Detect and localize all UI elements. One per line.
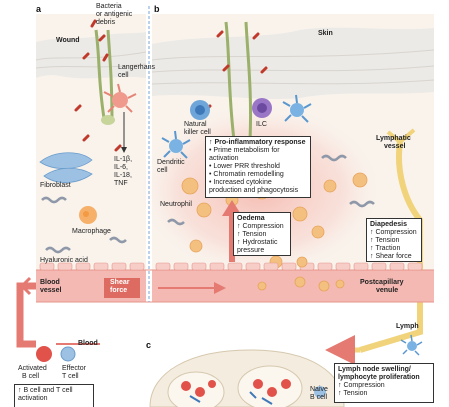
oedema-title: Oedema — [237, 215, 265, 222]
diapedesis-title: Diapedesis — [370, 221, 407, 228]
bt-activation-box: ↑ B cell and T cell activation — [14, 384, 94, 407]
panel-label-a: a — [36, 4, 42, 14]
oedema-box: Oedema ↑ Compression ↑ Tension ↑ Hydrost… — [233, 212, 291, 256]
activated-b-cell-label-1: Activated — [18, 365, 47, 372]
activated-b-cell-label-2: B cell — [22, 373, 40, 380]
fibroblast-label: Fibroblast — [40, 182, 71, 189]
blood-vessel-label-2: vessel — [40, 287, 62, 294]
naive-b-cell-label-2: B cell — [310, 394, 328, 401]
cytokine-label-4: TNF — [114, 180, 128, 187]
cytokine-label-1: IL-1β, — [114, 156, 133, 163]
pro-line: • Lower PRR threshold — [209, 163, 280, 170]
fibroblast-icon — [39, 152, 93, 183]
skin-layer-b — [152, 27, 434, 99]
lymphatic-vessel-label-2: vessel — [384, 143, 406, 150]
diapedesis-box: Diapedesis ↑ Compression ↑ Tension ↑ Tra… — [366, 218, 422, 262]
naive-b-cell-label-1: Naive — [310, 386, 328, 393]
activated-b-cell-icon — [36, 346, 52, 362]
postcapillary-label-2: venule — [376, 287, 399, 294]
shear-force-badge — [104, 278, 140, 298]
macrophage-label: Macrophage — [72, 228, 111, 235]
pro-line: • Increased cytokine — [209, 179, 272, 186]
panel-label-b: b — [154, 4, 160, 14]
effector-t-cell-icon — [60, 346, 76, 362]
postcapillary-venule — [152, 270, 434, 302]
bacteria-label-1: Bacteria — [96, 3, 122, 10]
oedema-line: ↑ Compression — [237, 223, 284, 230]
effector-t-cell-label-1: Effector — [62, 365, 86, 372]
oedema-line: pressure — [237, 247, 265, 254]
oedema-line: ↑ Tension — [237, 231, 267, 238]
skin-label: Skin — [318, 30, 333, 37]
lymph-label: Lymph — [396, 323, 419, 330]
postcapillary-label-1: Postcapillary — [360, 279, 404, 286]
pro-inflammatory-box: ↑ Pro-inflammatory response • Prime meta… — [205, 136, 311, 198]
bt-line: activation — [18, 395, 48, 402]
diapedesis-line: ↑ Compression — [370, 229, 417, 236]
langerhans-cell-icon — [103, 83, 137, 113]
blood-return-arrow — [16, 282, 36, 348]
natural-killer-cell-icon — [190, 100, 210, 120]
hyaluronic-acid-label: Hyaluronic acid — [40, 257, 88, 264]
effector-t-cell-label-2: T cell — [62, 373, 79, 380]
bacteria-label-2: or antigenic — [96, 11, 133, 18]
nk-cell-label-2: killer cell — [184, 129, 211, 136]
shear-force-label-2: force — [110, 287, 128, 294]
oedema-line: ↑ Hydrostatic — [237, 239, 278, 246]
cytokine-label-2: IL-6, — [114, 164, 129, 171]
lymph-node-title-1: Lymph node swelling/ — [338, 366, 411, 373]
lymph-node-box: Lymph node swelling/ lymphocyte prolifer… — [334, 363, 434, 403]
lymph-node-line: ↑ Compression — [338, 382, 385, 389]
bacteria — [74, 19, 268, 152]
panel-label-c: c — [146, 340, 152, 350]
hyaluronic-acid-fibers — [41, 196, 127, 254]
lymph-node-title-2: lymphocyte proliferation — [338, 374, 420, 381]
langerhans-label-2: cell — [118, 72, 129, 79]
pro-line: • Chromatin remodelling — [209, 171, 284, 178]
shear-force-label-1: Shear — [110, 279, 130, 286]
wound-label: Wound — [56, 37, 80, 44]
hair-follicle-b — [224, 21, 253, 141]
lymph-node-line: ↑ Tension — [338, 390, 368, 397]
lymphatic-vessel-label-1: Lymphatic — [376, 135, 411, 142]
blood-label: Blood — [78, 340, 98, 347]
diapedesis-line: ↑ Traction — [370, 245, 401, 252]
pro-line: • Prime metabolism for — [209, 147, 280, 154]
cytokine-label-3: IL-18, — [114, 172, 132, 179]
langerhans-label-1: Langerhans — [118, 64, 155, 71]
dendritic-cell-label-2: cell — [157, 167, 168, 174]
dendritic-cell-icon — [161, 94, 312, 159]
pro-line: activation — [209, 155, 239, 162]
dendritic-cell-label-1: Dendritic — [157, 159, 185, 166]
blood-vessel-label-1: Blood — [40, 279, 60, 286]
macrophage-icon — [79, 206, 97, 224]
ilc-label: ILC — [256, 121, 267, 128]
pro-line: production and phagocytosis — [209, 187, 299, 194]
nk-cell-label-1: Natural — [184, 121, 207, 128]
pro-inflammatory-title: ↑ Pro-inflammatory response — [209, 139, 306, 146]
naive-b-cell-icon — [314, 386, 326, 398]
diapedesis-line: ↑ Tension — [370, 237, 400, 244]
diapedesis-line: ↑ Shear force — [370, 253, 412, 260]
bt-line: ↑ B cell and T cell — [18, 387, 73, 394]
bacteria-label-3: debris — [96, 19, 116, 26]
neutrophil-label: Neutrophil — [160, 201, 192, 208]
lymph-cell-icon — [400, 334, 423, 356]
ilc-icon — [252, 98, 272, 118]
